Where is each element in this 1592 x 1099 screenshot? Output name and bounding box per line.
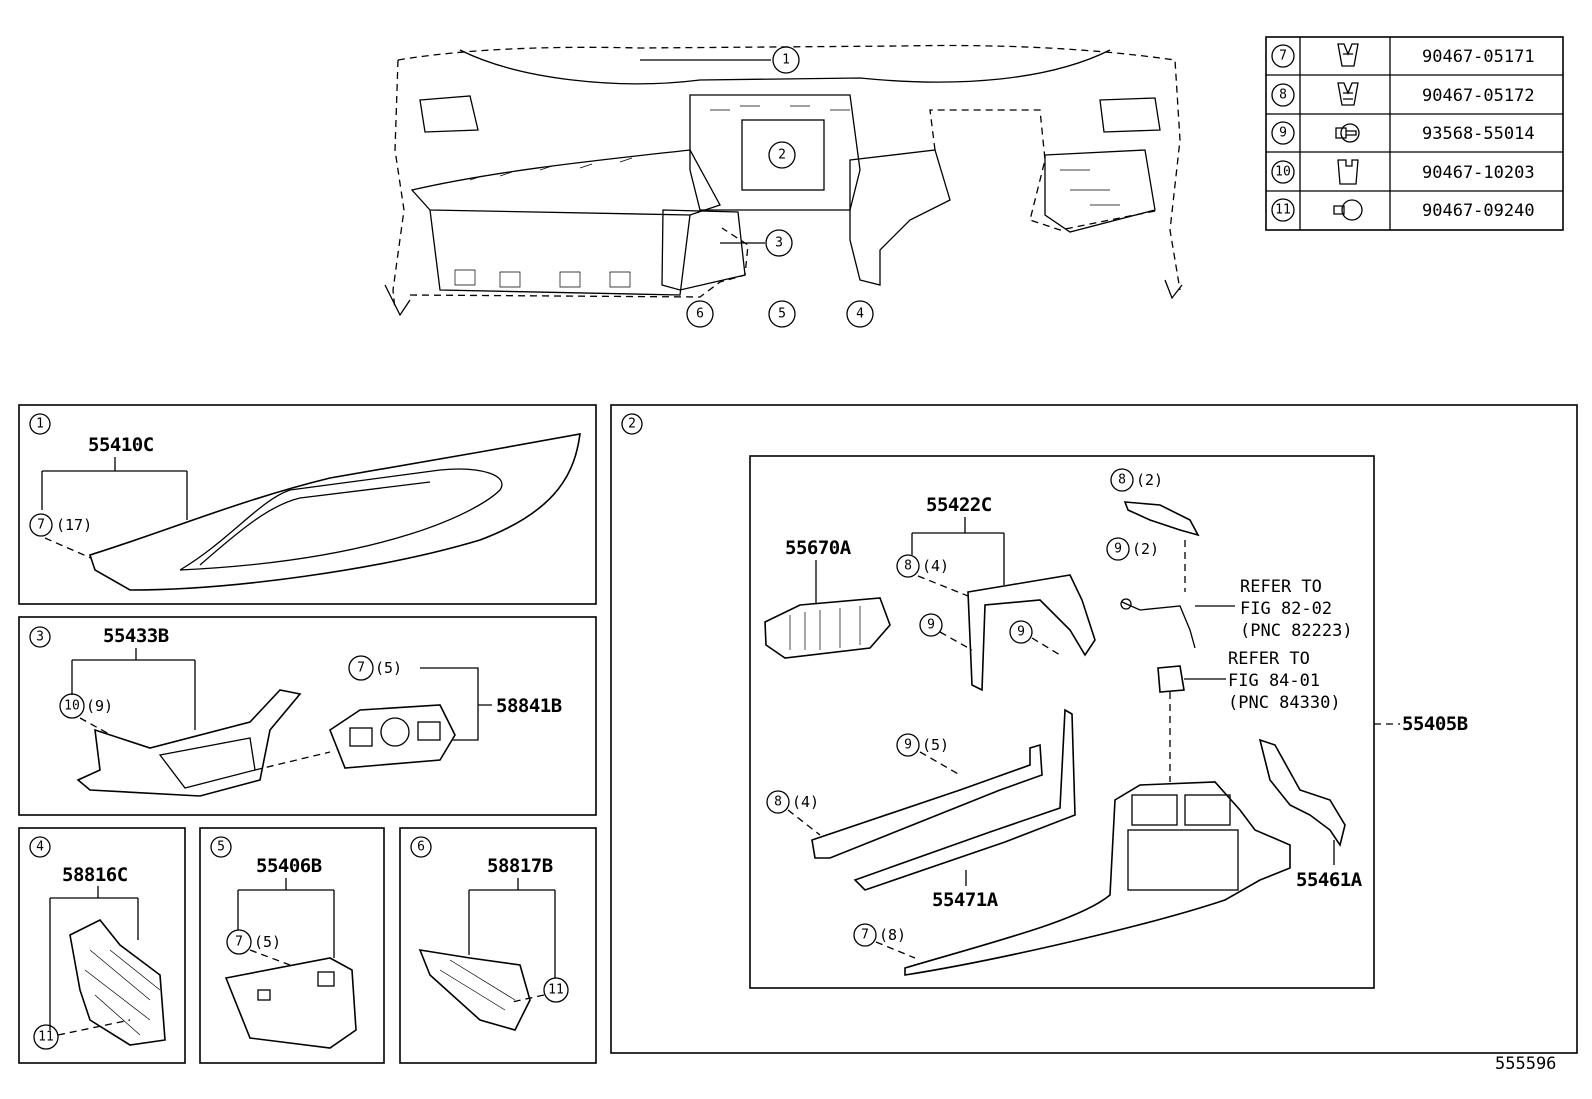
svg-text:8: 8 — [1118, 473, 1126, 488]
svg-text:FIG 82-02: FIG 82-02 — [1240, 599, 1332, 619]
svg-text:(5): (5) — [922, 736, 949, 754]
panel-6: 6 58817B 11 — [399, 827, 597, 1064]
svg-text:11: 11 — [38, 1030, 54, 1045]
part-number-55461A: 55461A — [1296, 869, 1363, 891]
dashboard-overview: 1 2 3 6 5 4 — [384, 44, 1183, 328]
svg-text:7: 7 — [861, 928, 869, 943]
svg-text:8: 8 — [774, 795, 782, 810]
panel-3: 3 55433B 10 (9) 7 (5) 58841B — [18, 616, 597, 816]
svg-text:(2): (2) — [1132, 540, 1159, 558]
svg-text:1: 1 — [36, 417, 44, 432]
svg-text:1: 1 — [782, 53, 790, 68]
part-number-58841B: 58841B — [496, 695, 562, 717]
svg-text:93568-55014: 93568-55014 — [1422, 124, 1535, 144]
svg-text:(4): (4) — [922, 557, 949, 575]
svg-text:10: 10 — [1275, 165, 1291, 180]
svg-text:3: 3 — [775, 236, 783, 251]
overview-callout-3: 3 — [720, 229, 793, 257]
svg-text:9: 9 — [927, 618, 935, 633]
svg-text:REFER TO: REFER TO — [1228, 649, 1310, 669]
svg-text:9: 9 — [904, 738, 912, 753]
part-number-55471A: 55471A — [932, 889, 999, 911]
svg-text:FIG 84-01: FIG 84-01 — [1228, 671, 1320, 691]
svg-text:7: 7 — [357, 661, 365, 676]
svg-text:2: 2 — [628, 417, 636, 432]
svg-text:5: 5 — [217, 840, 225, 855]
overview-callout-5: 5 — [768, 300, 796, 328]
svg-text:(PNC 84330): (PNC 84330) — [1228, 693, 1341, 713]
svg-text:6: 6 — [417, 840, 425, 855]
part-number-58816C: 58816C — [62, 864, 128, 886]
svg-text:9: 9 — [1279, 126, 1287, 141]
table-row: 10 90467-10203 — [1271, 159, 1535, 185]
svg-text:90467-05171: 90467-05171 — [1422, 47, 1535, 67]
overview-callout-6: 6 — [686, 300, 714, 328]
svg-text:(9): (9) — [86, 697, 113, 715]
svg-text:90467-05172: 90467-05172 — [1422, 86, 1535, 106]
svg-text:(PNC 82223): (PNC 82223) — [1240, 621, 1353, 641]
part-number-55433B: 55433B — [103, 625, 169, 647]
clip-icon — [1337, 159, 1359, 185]
svg-text:6: 6 — [696, 307, 704, 322]
rivet-icon — [1333, 199, 1363, 221]
svg-text:4: 4 — [856, 307, 864, 322]
panel-5: 5 55406B 7 (5) — [199, 827, 385, 1064]
fastener-table: 7 90467-05171 8 90467-05172 9 93568-5501… — [1265, 36, 1564, 231]
svg-text:7: 7 — [235, 935, 243, 950]
part-number-55410C: 55410C — [88, 434, 154, 456]
part-number-55422C: 55422C — [926, 494, 992, 516]
svg-text:10: 10 — [64, 699, 80, 714]
svg-text:(17): (17) — [56, 516, 92, 534]
svg-text:(8): (8) — [879, 926, 906, 944]
svg-text:8: 8 — [1279, 88, 1287, 103]
svg-text:90467-09240: 90467-09240 — [1422, 201, 1535, 221]
clip-icon — [1337, 82, 1359, 106]
svg-text:90467-10203: 90467-10203 — [1422, 163, 1535, 183]
panel-4: 4 58816C 11 — [18, 827, 186, 1064]
part-number-55670A: 55670A — [785, 537, 852, 559]
screw-icon — [1335, 123, 1360, 143]
svg-text:REFER TO: REFER TO — [1240, 577, 1322, 597]
panel-1: 1 55410C 7 (17) — [18, 404, 597, 605]
svg-text:5: 5 — [778, 307, 786, 322]
svg-text:(5): (5) — [254, 933, 281, 951]
svg-text:8: 8 — [904, 559, 912, 574]
cross-reference-fig-82-02: REFER TO FIG 82-02 (PNC 82223) — [1240, 577, 1353, 641]
svg-text:7: 7 — [1279, 49, 1287, 64]
table-row: 9 93568-55014 — [1271, 121, 1535, 145]
figure-id: 555596 — [1495, 1054, 1556, 1074]
svg-text:2: 2 — [778, 148, 786, 163]
part-number-58817B: 58817B — [487, 855, 553, 877]
svg-text:9: 9 — [1017, 625, 1025, 640]
overview-callout-2: 2 — [768, 141, 796, 169]
cross-reference-fig-84-01: REFER TO FIG 84-01 (PNC 84330) — [1228, 649, 1341, 713]
svg-text:4: 4 — [36, 840, 44, 855]
svg-text:11: 11 — [548, 983, 564, 998]
part-number-55405B: 55405B — [1402, 713, 1468, 735]
svg-text:(5): (5) — [375, 659, 402, 677]
clip-icon — [1337, 43, 1359, 67]
table-row: 11 90467-09240 — [1271, 198, 1535, 222]
panel-2: 2 55405B 55670A 55422C 8 (4) 9 9 8 (2) 9… — [610, 404, 1578, 1054]
overview-callout-4: 4 — [846, 300, 874, 328]
part-number-55406B: 55406B — [256, 855, 322, 877]
svg-text:7: 7 — [37, 518, 45, 533]
overview-callout-1: 1 — [640, 46, 800, 74]
table-row: 7 90467-05171 — [1271, 43, 1535, 68]
table-row: 8 90467-05172 — [1271, 82, 1535, 107]
svg-text:(4): (4) — [792, 793, 819, 811]
svg-text:3: 3 — [36, 630, 44, 645]
svg-text:11: 11 — [1275, 203, 1291, 218]
svg-text:(2): (2) — [1136, 471, 1163, 489]
svg-text:9: 9 — [1114, 542, 1122, 557]
